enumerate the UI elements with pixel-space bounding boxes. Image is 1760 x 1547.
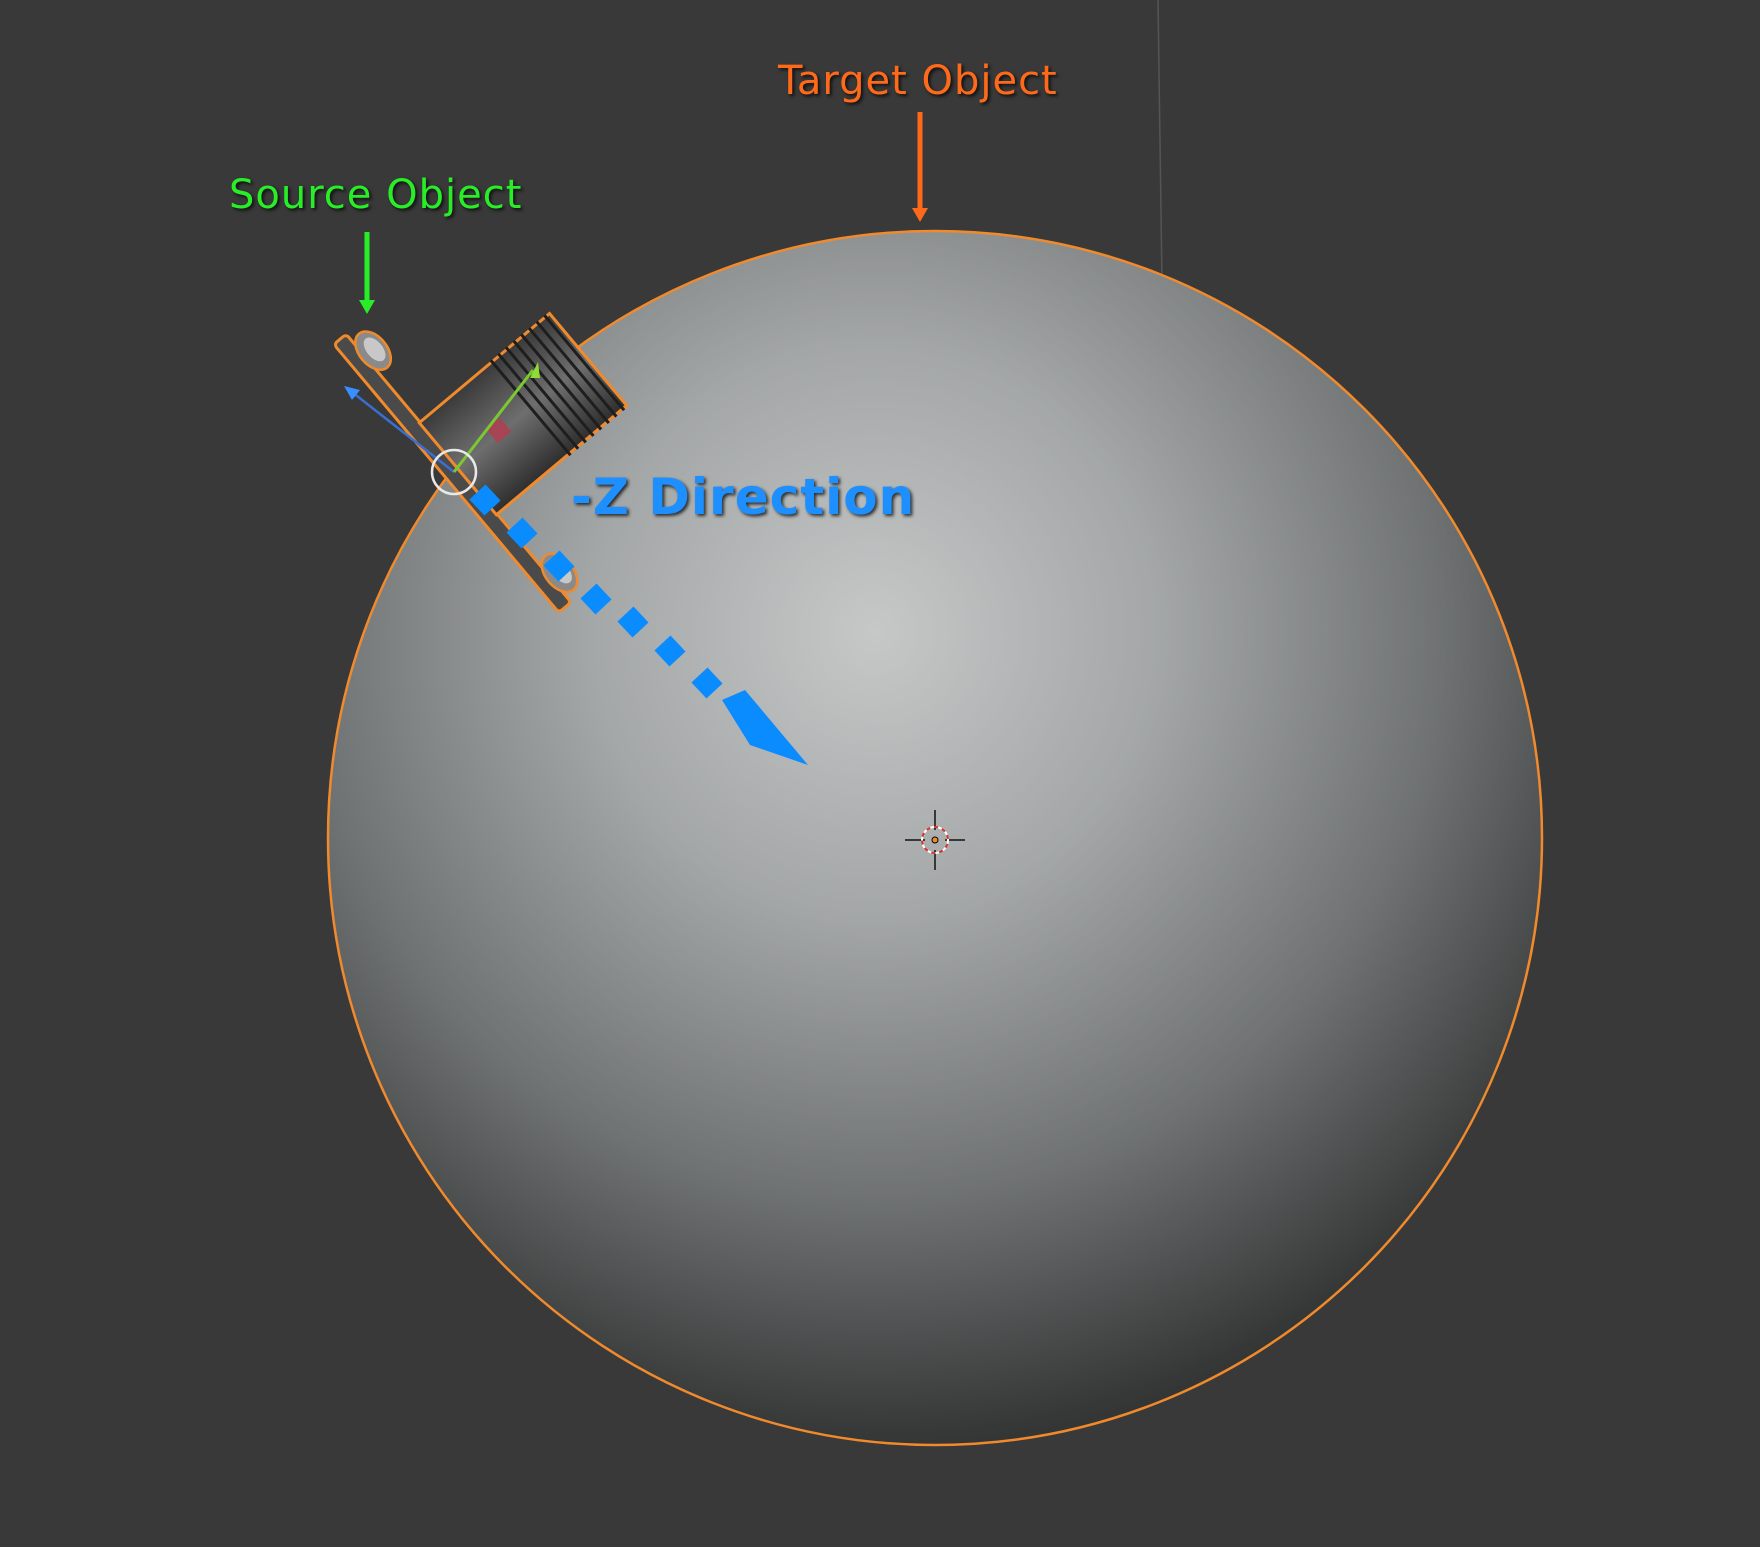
- object-origin-icon[interactable]: [430, 448, 478, 496]
- target-origin-dot: [931, 836, 939, 844]
- 3d-cursor-icon: [905, 810, 965, 870]
- target-pointer-arrow: [912, 112, 928, 222]
- target-object-label: Target Object: [778, 58, 1058, 104]
- source-object-label: Source Object: [229, 172, 523, 218]
- direction-label: -Z Direction: [571, 468, 916, 526]
- mount-bump-left: [354, 330, 393, 371]
- direction-arrow-icon: [469, 484, 808, 765]
- thread-rings: [489, 314, 626, 457]
- source-pointer-arrow: [359, 232, 375, 314]
